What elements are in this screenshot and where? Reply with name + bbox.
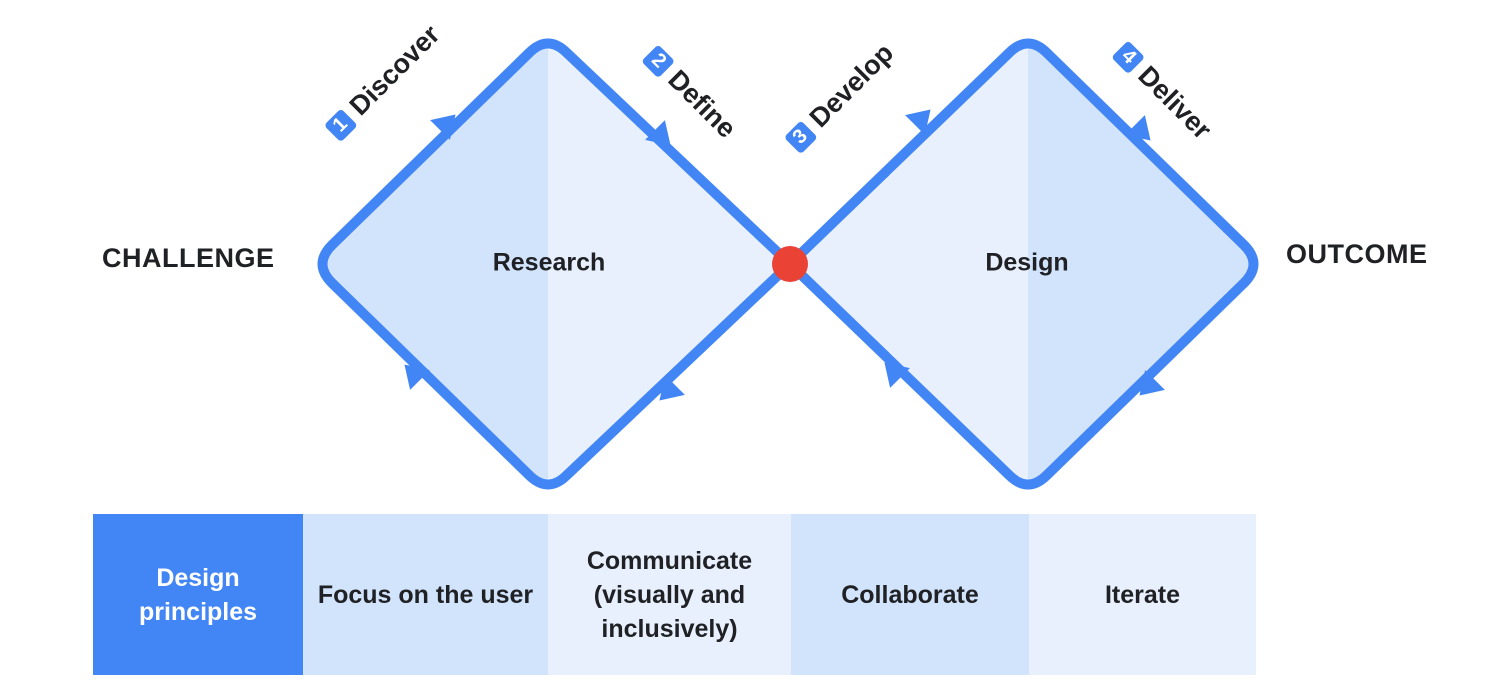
center-dot (772, 246, 808, 282)
principle-focus-on-user: Focus on the user (303, 514, 548, 675)
arrow-up-right-icon (430, 114, 456, 140)
arrow-up-left-icon (884, 362, 910, 388)
arrow-down-left-icon (659, 375, 685, 401)
principle-iterate: Iterate (1029, 514, 1256, 675)
principles-header: Design principles (93, 514, 303, 675)
arrow-down-left-icon (1139, 370, 1165, 396)
arrow-up-left-icon (404, 364, 430, 390)
design-diamond (785, 38, 1259, 490)
principle-collaborate: Collaborate (791, 514, 1029, 675)
flow-arrows (404, 109, 1165, 401)
arrow-down-right-icon (1125, 115, 1151, 141)
outcome-label: OUTCOME (1286, 239, 1428, 269)
design-principles-row: Design principles Focus on the user Comm… (93, 514, 1256, 675)
research-label: Research (492, 248, 606, 277)
challenge-label: CHALLENGE (102, 243, 275, 273)
principle-communicate: Communicate (visually and inclusively) (548, 514, 791, 675)
arrow-up-right-icon (905, 109, 931, 135)
research-diamond (317, 38, 795, 490)
design-label: Design (985, 248, 1069, 277)
arrow-down-right-icon (645, 120, 671, 146)
